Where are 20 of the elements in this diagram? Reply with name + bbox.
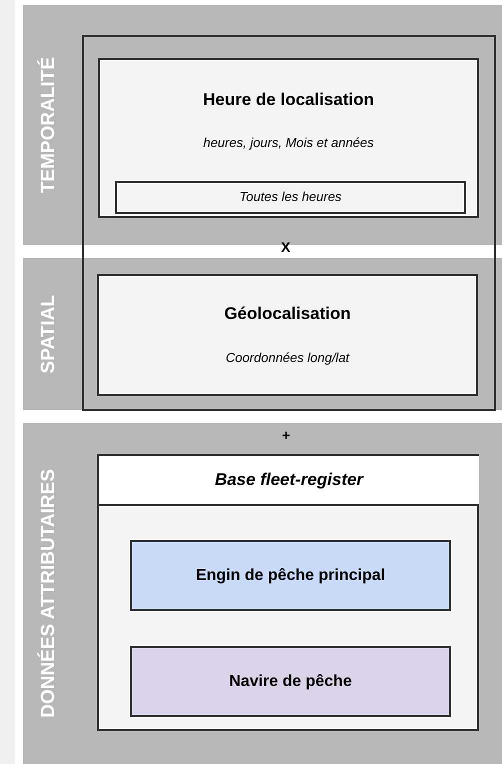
box-subtitle: heures, jours, Mois et années — [202, 135, 375, 150]
info-box — [98, 58, 479, 218]
operator-sign: X — [281, 239, 290, 255]
band-title: SPATIAL — [38, 294, 60, 374]
attribute-box — [130, 646, 451, 717]
box-title: Géolocalisation — [223, 304, 352, 324]
box-subtitle: Coordonnées long/lat — [224, 350, 351, 365]
outline-frame — [82, 35, 496, 411]
operator-sign: + — [282, 427, 290, 443]
box-note: Toutes les heures — [238, 189, 343, 204]
band-title: TEMPORALITÉ — [38, 56, 60, 194]
table-header: Base fleet-register — [99, 456, 479, 506]
box-label: Navire de pêche — [229, 672, 352, 690]
table-box — [97, 454, 479, 731]
attribute-box — [130, 540, 451, 611]
section-band — [23, 423, 502, 764]
band-title: DONNÉES ATTRIBUTAIRES — [38, 469, 60, 718]
frequency-box — [115, 181, 466, 214]
box-title: Heure de localisation — [202, 90, 375, 110]
box-label: Engin de pêche principal — [196, 566, 386, 584]
